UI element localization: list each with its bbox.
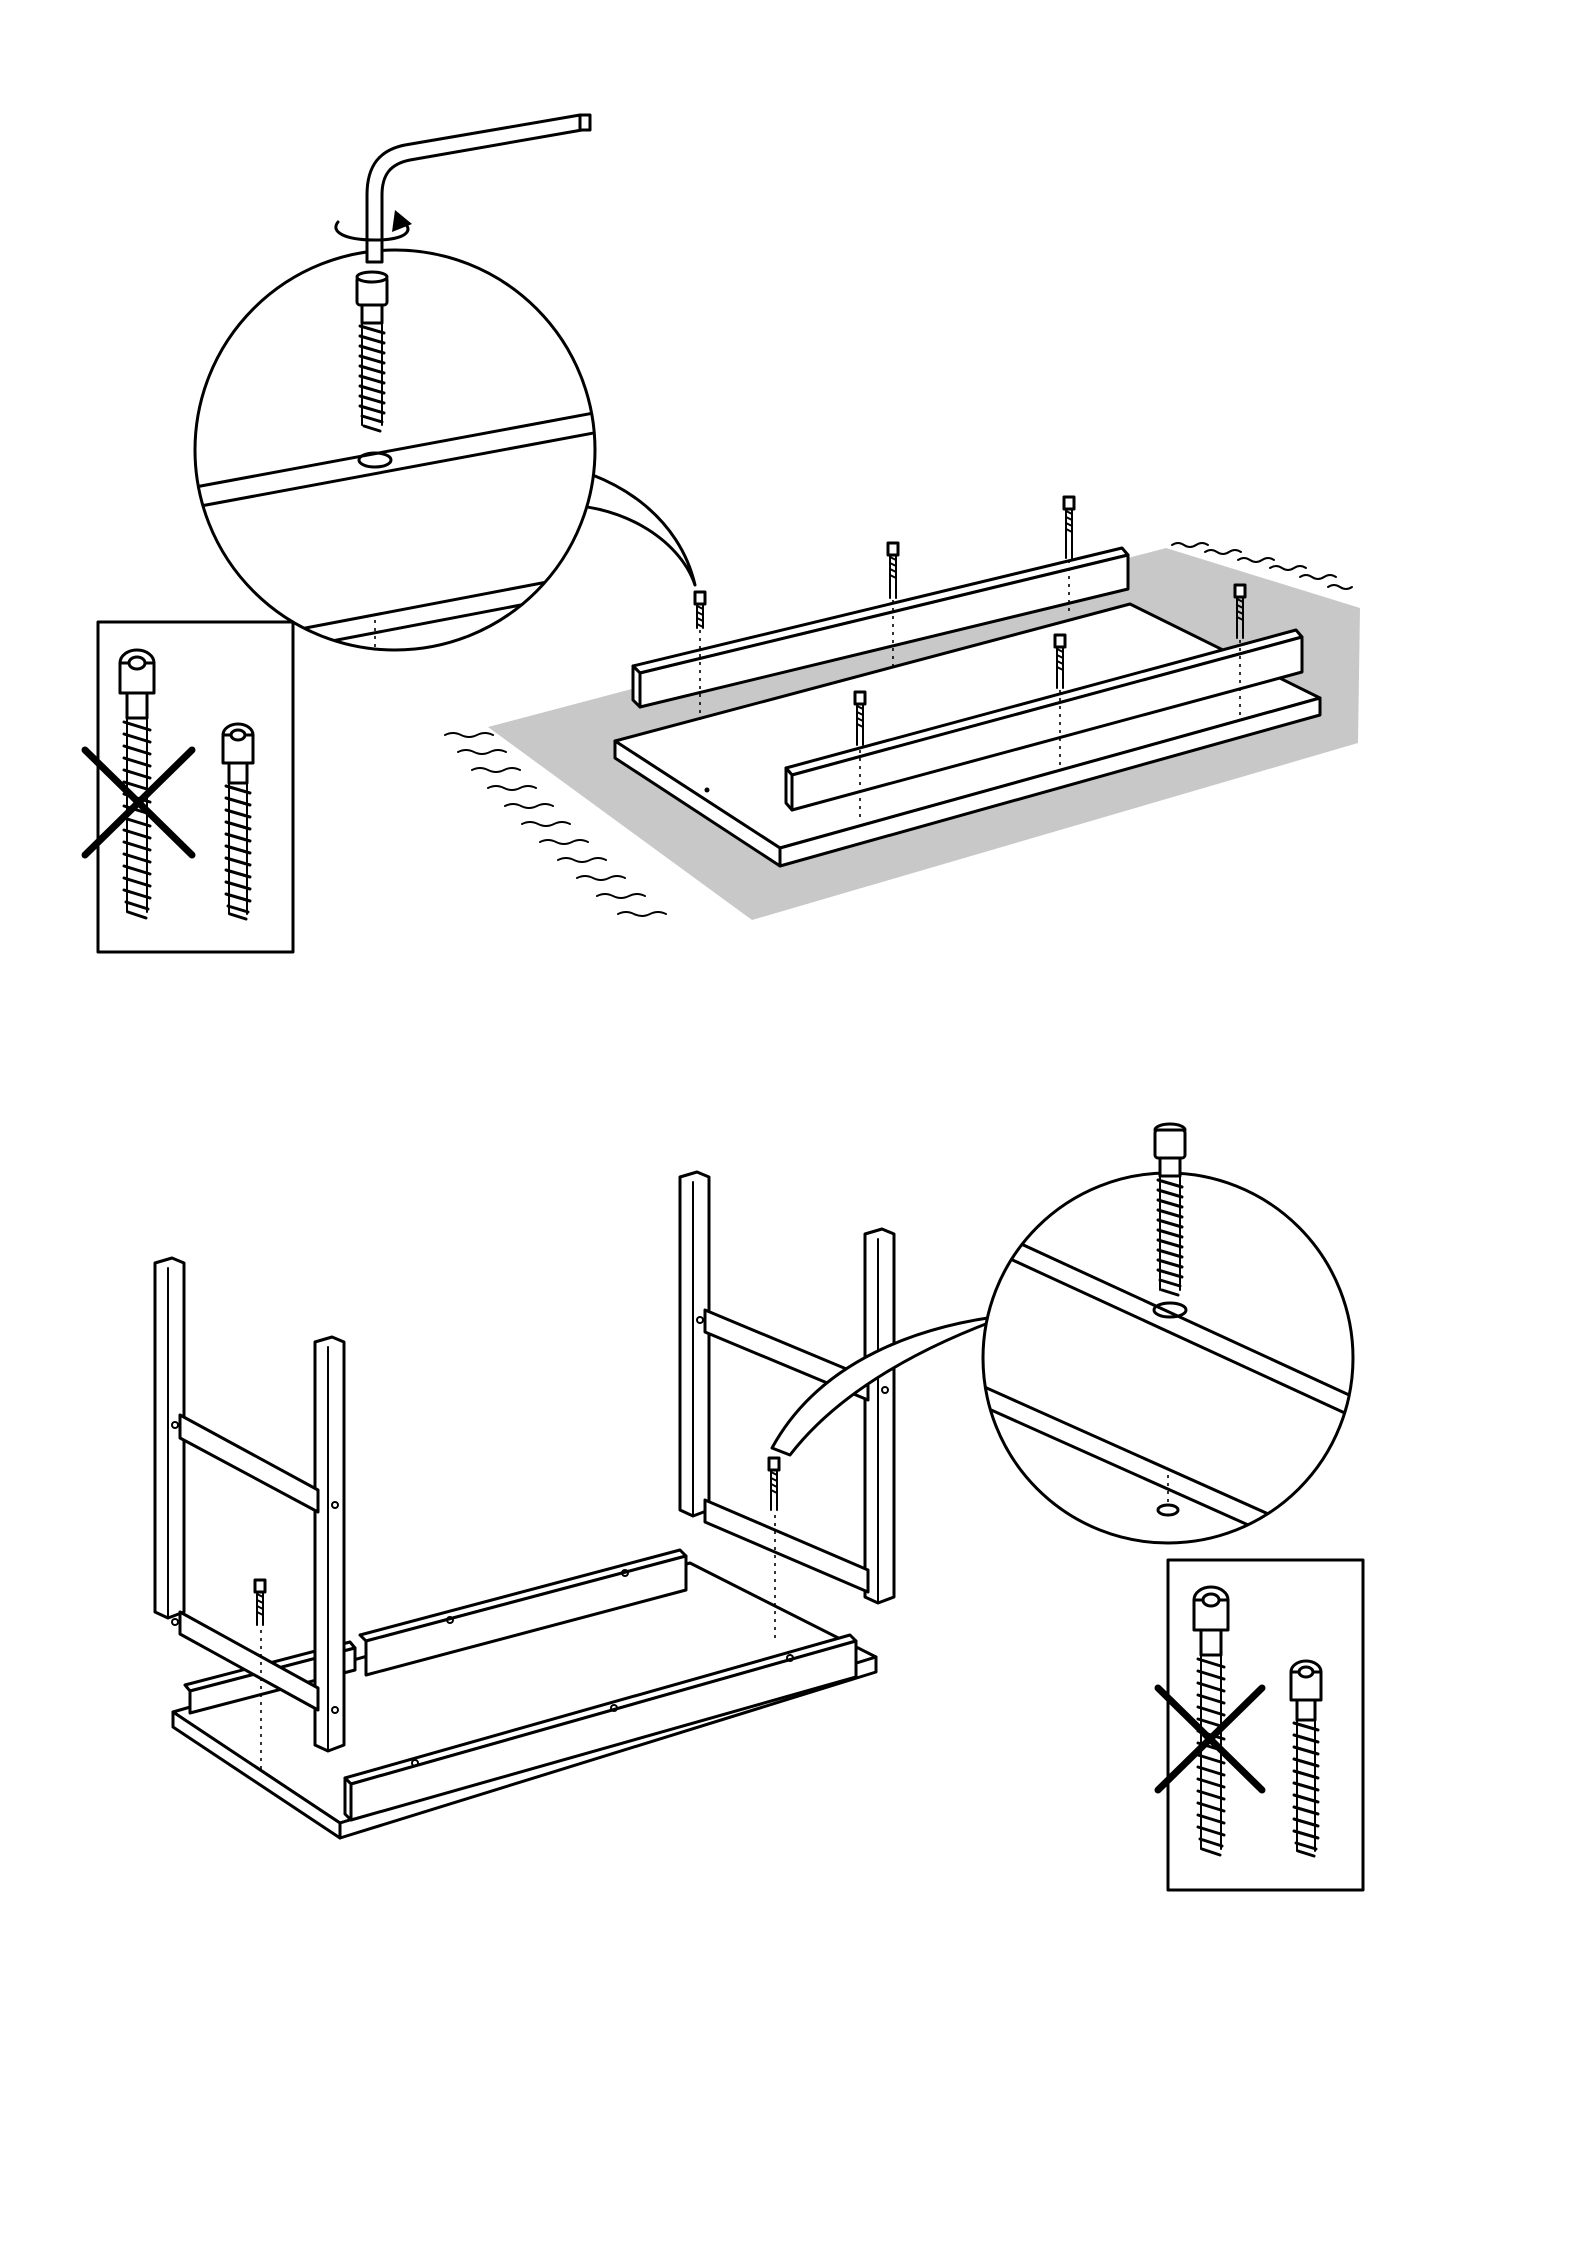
detail-magnifier	[190, 115, 695, 668]
detail-magnifier	[772, 1124, 1360, 1575]
screw-icon	[695, 592, 705, 628]
screw-icon	[1064, 497, 1074, 558]
step-upper	[85, 115, 1360, 952]
allen-key-icon	[367, 115, 590, 262]
lower-screw-comparison	[1158, 1560, 1363, 1890]
step-lower	[155, 1124, 1363, 1890]
screw-icon	[255, 1580, 265, 1625]
screw-icon	[769, 1458, 779, 1510]
upper-screw-comparison	[85, 622, 293, 952]
screw-icon	[888, 543, 898, 598]
